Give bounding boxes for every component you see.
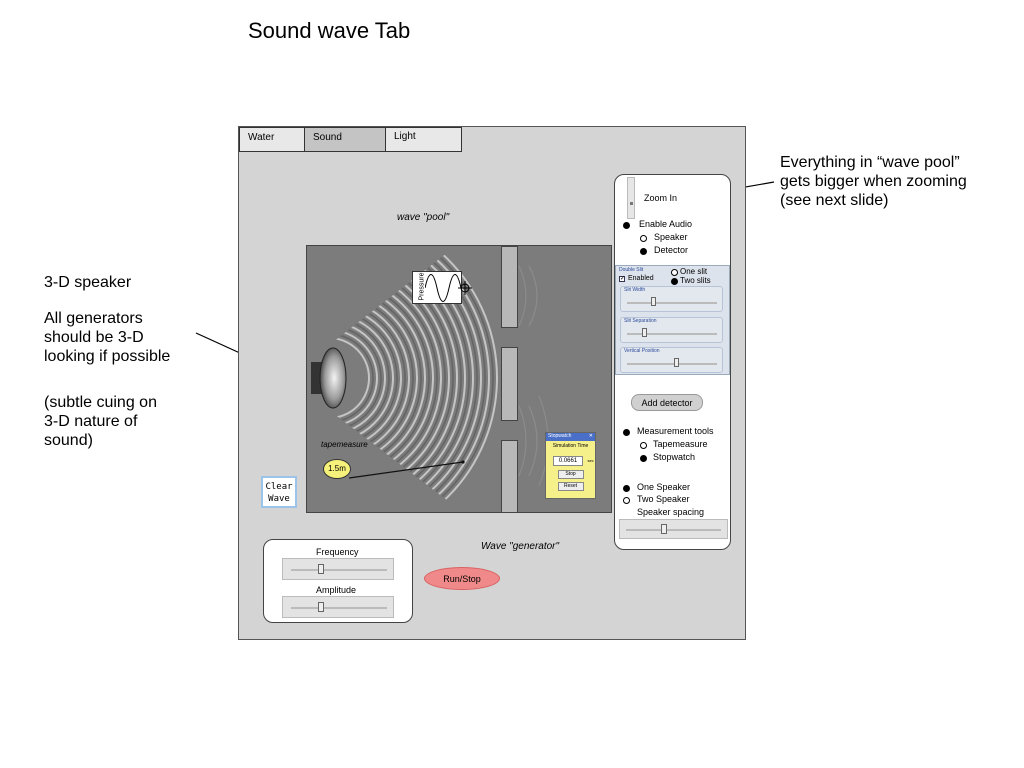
- slit-width-slider[interactable]: Slit Width: [620, 286, 723, 312]
- detector-radio[interactable]: [640, 248, 647, 255]
- vertical-position-label: Vertical Position: [624, 348, 660, 354]
- wave-pool-label: wave "pool": [397, 212, 450, 223]
- cue-note-line: (subtle cuing on: [44, 394, 157, 411]
- speaker-spacing-slider[interactable]: [619, 519, 728, 539]
- tapemeasure-radio[interactable]: [640, 442, 647, 449]
- clear-wave-button[interactable]: Clear Wave: [261, 476, 297, 508]
- simulation-window: Water Sound Light wave "pool": [238, 126, 746, 640]
- stopwatch-radio[interactable]: [640, 455, 647, 462]
- cue-note: (subtle cuing on 3-D nature of sound): [44, 393, 157, 450]
- speaker-spacing-label: Speaker spacing: [637, 507, 705, 517]
- generator-panel: Frequency Amplitude: [263, 539, 413, 623]
- zoom-note-line: gets bigger when zooming: [780, 173, 967, 190]
- amplitude-thumb[interactable]: [318, 602, 324, 612]
- slit-width-label: Slit Width: [624, 287, 646, 293]
- slit-width-thumb[interactable]: [651, 297, 656, 306]
- speaker-radio-label: Speaker: [654, 232, 688, 242]
- zoom-note: Everything in “wave pool” gets bigger wh…: [780, 153, 1020, 210]
- measurement-tools-label: Measurement tools: [637, 426, 714, 436]
- speaker-radio[interactable]: [640, 235, 647, 242]
- enabled-label: Enabled: [628, 275, 654, 282]
- barrier-top: [501, 246, 518, 328]
- control-panel: Zoom In Enable Audio Speaker Detector Do…: [614, 174, 731, 550]
- run-stop-button[interactable]: Run/Stop: [424, 567, 500, 590]
- crosshair-icon[interactable]: [458, 281, 472, 295]
- wave-pool[interactable]: detector Pressure tapemeasure 1.5m Stopw…: [306, 245, 612, 513]
- generator-note-line: should be 3-D: [44, 329, 144, 346]
- slit-separation-label: Slit Separation: [624, 318, 657, 324]
- speaker-icon: [311, 347, 347, 409]
- tab-light[interactable]: Light: [385, 127, 462, 152]
- detector-radio-label: Detector: [654, 245, 689, 255]
- generator-note: All generators should be 3-D looking if …: [44, 309, 170, 366]
- speaker-spacing-track: [626, 529, 721, 531]
- one-slit-label: One slit: [680, 267, 708, 276]
- one-speaker-radio[interactable]: [623, 485, 630, 492]
- amplitude-track: [291, 607, 387, 609]
- zoom-label: Zoom In: [644, 193, 678, 203]
- two-speaker-label: Two Speaker: [637, 494, 690, 504]
- add-detector-button[interactable]: Add detector: [631, 394, 703, 411]
- barrier-bottom: [501, 440, 518, 512]
- clear-wave-line: Clear: [265, 482, 293, 492]
- detector-probe[interactable]: Pressure: [412, 271, 462, 304]
- amplitude-slider[interactable]: [282, 596, 394, 618]
- slit-separation-track: [627, 333, 717, 335]
- tape-measure-badge[interactable]: 1.5m: [323, 459, 351, 479]
- two-speaker-radio[interactable]: [623, 497, 630, 504]
- speaker-note: 3-D speaker: [44, 274, 132, 291]
- barrier-middle: [501, 347, 518, 421]
- slit-separation-slider[interactable]: Slit Separation: [620, 317, 723, 343]
- stopwatch-value: 0.0661: [553, 456, 583, 466]
- frequency-thumb[interactable]: [318, 564, 324, 574]
- amplitude-label: Amplitude: [316, 585, 357, 595]
- stopwatch-radio-label: Stopwatch: [653, 452, 696, 462]
- frequency-track: [291, 569, 387, 571]
- double-slit-title: Double Slit: [619, 267, 644, 273]
- sim-time-label: Simulation Time: [552, 443, 589, 449]
- measurement-tools-checkbox[interactable]: [623, 429, 630, 436]
- zoom-note-line: Everything in “wave pool”: [780, 154, 960, 171]
- stopwatch-title: Stopwatch: [548, 433, 572, 439]
- wave-pattern: [307, 246, 549, 512]
- vertical-position-track: [627, 363, 717, 365]
- slit-width-track: [627, 302, 717, 304]
- generator-note-line: All generators: [44, 310, 143, 327]
- one-slit-radio[interactable]: [671, 269, 678, 276]
- zoom-slider[interactable]: [627, 177, 635, 219]
- tab-water[interactable]: Water: [239, 127, 305, 152]
- tapemeasure-radio-label: Tapemeasure: [653, 439, 708, 449]
- frequency-label: Frequency: [316, 547, 359, 557]
- close-icon[interactable]: ✕: [588, 433, 593, 439]
- zoom-note-line: (see next slide): [780, 192, 889, 209]
- detector-graph: [425, 274, 461, 302]
- wave-generator-label: Wave "generator": [481, 541, 560, 552]
- enabled-checkbox[interactable]: ✓: [619, 276, 626, 282]
- double-slit-group: Double Slit ✓ Enabled One slit Two slits…: [615, 265, 730, 375]
- speaker-spacing-thumb[interactable]: [661, 524, 667, 534]
- cue-note-line: 3-D nature of: [44, 413, 138, 430]
- vertical-position-slider[interactable]: Vertical Position: [620, 347, 723, 373]
- one-speaker-label: One Speaker: [637, 482, 691, 492]
- cue-note-line: sound): [44, 432, 93, 449]
- two-slits-radio[interactable]: [671, 278, 678, 285]
- enable-audio-checkbox[interactable]: [623, 222, 630, 229]
- slide-title: Sound wave Tab: [248, 18, 411, 43]
- tapemeasure-label: tapemeasure: [321, 440, 368, 449]
- stopwatch-reset-button[interactable]: Reset: [557, 482, 584, 491]
- stopwatch-header: Stopwatch ✕: [546, 433, 595, 441]
- stopwatch-panel[interactable]: Stopwatch ✕ Simulation Time 0.0661 sec S…: [545, 432, 596, 499]
- vertical-position-thumb[interactable]: [673, 358, 679, 367]
- clear-wave-line: Wave: [268, 494, 290, 504]
- stopwatch-stop-button[interactable]: Stop: [557, 470, 584, 479]
- tab-sound[interactable]: Sound: [304, 127, 386, 152]
- zoom-thumb[interactable]: [630, 202, 633, 205]
- frequency-slider[interactable]: [282, 558, 394, 580]
- generator-note-line: looking if possible: [44, 348, 171, 365]
- slit-separation-thumb[interactable]: [642, 328, 647, 337]
- tape-line: [348, 461, 464, 479]
- stopwatch-unit: sec: [587, 458, 594, 463]
- enable-audio-label: Enable Audio: [639, 219, 693, 229]
- two-slits-label: Two slits: [680, 276, 711, 285]
